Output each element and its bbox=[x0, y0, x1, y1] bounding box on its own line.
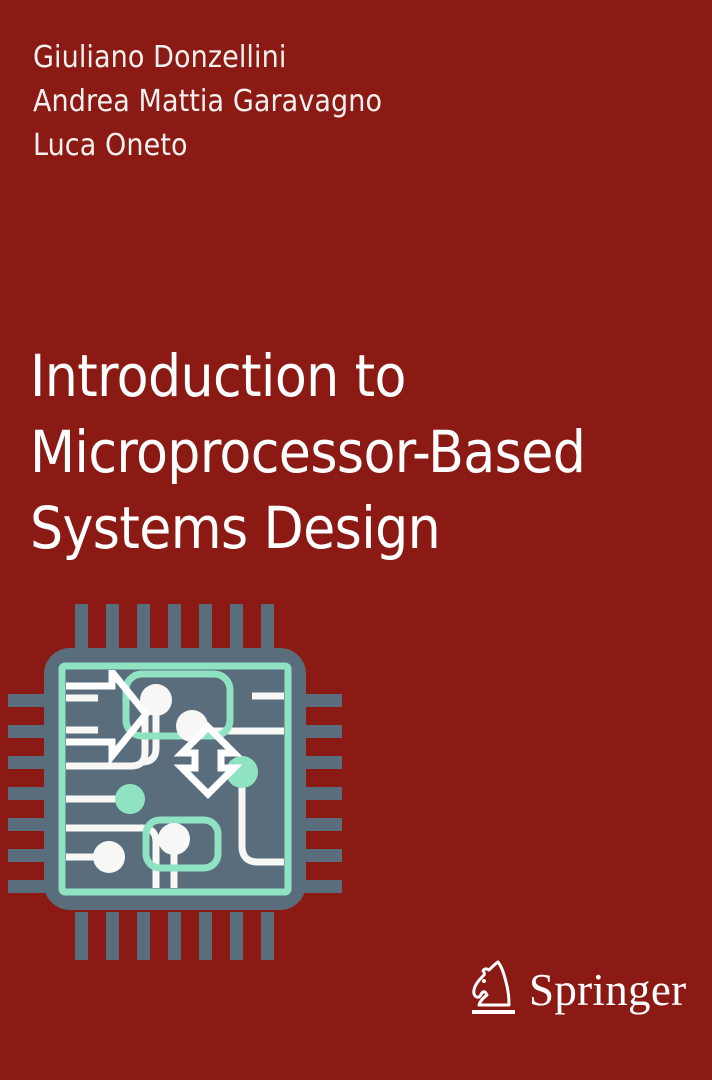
chip-node-white-3 bbox=[93, 841, 125, 873]
trace-mid-upper bbox=[66, 716, 149, 770]
chip-node-mint-2 bbox=[226, 756, 258, 788]
publisher-logo: Springer bbox=[468, 955, 686, 1025]
chip-pin-top-2 bbox=[106, 604, 119, 652]
chip-pin-top-3 bbox=[137, 604, 150, 652]
chip-node-white-2 bbox=[176, 710, 208, 742]
author-name-3: Luca Oneto bbox=[33, 128, 188, 163]
trace-node-stem-upper bbox=[141, 712, 160, 766]
chip-pin-bottom-5 bbox=[199, 912, 212, 960]
chip-block-upper bbox=[122, 670, 234, 740]
chip-node-mint-1 bbox=[115, 784, 145, 814]
chip-pin-top-4 bbox=[168, 604, 181, 652]
chip-pin-bottom-7 bbox=[261, 912, 274, 960]
chip-node-white-1 bbox=[140, 684, 172, 716]
title-line-2: Microprocessor-Based bbox=[30, 418, 586, 486]
chip-pin-bottom-4 bbox=[168, 912, 181, 960]
chip-pin-top-6 bbox=[230, 604, 243, 652]
trace-green-node-wire bbox=[238, 784, 284, 866]
page-title: Introduction to Microprocessor-Based Sys… bbox=[30, 338, 690, 566]
chip-pin-bottom-6 bbox=[230, 912, 243, 960]
chip-pin-top-1 bbox=[75, 604, 88, 652]
title-line-1: Introduction to bbox=[30, 342, 406, 410]
chip-block-lower bbox=[142, 816, 222, 872]
bidirectional-arrow-icon bbox=[173, 722, 243, 799]
author-name-1: Giuliano Donzellini bbox=[33, 40, 287, 75]
trace-lower-curve bbox=[66, 824, 160, 888]
chip-pin-top-5 bbox=[199, 604, 212, 652]
chip-pin-top-7 bbox=[261, 604, 274, 652]
microprocessor-chip-illustration bbox=[6, 596, 358, 968]
chip-pin-bottom-1 bbox=[75, 912, 88, 960]
input-right-arrow-icon bbox=[66, 670, 151, 766]
chip-inner-border bbox=[58, 662, 292, 896]
chip-node-white-4 bbox=[158, 823, 190, 855]
chip-pin-bottom-2 bbox=[106, 912, 119, 960]
author-list: Giuliano Donzellini Andrea Mattia Garava… bbox=[33, 36, 673, 168]
title-line-3: Systems Design bbox=[30, 494, 441, 562]
author-name-2: Andrea Mattia Garavagno bbox=[33, 84, 383, 119]
springer-wordmark: Springer bbox=[529, 964, 687, 1015]
chip-pin-bottom-3 bbox=[137, 912, 150, 960]
springer-knight-icon bbox=[468, 957, 520, 1024]
